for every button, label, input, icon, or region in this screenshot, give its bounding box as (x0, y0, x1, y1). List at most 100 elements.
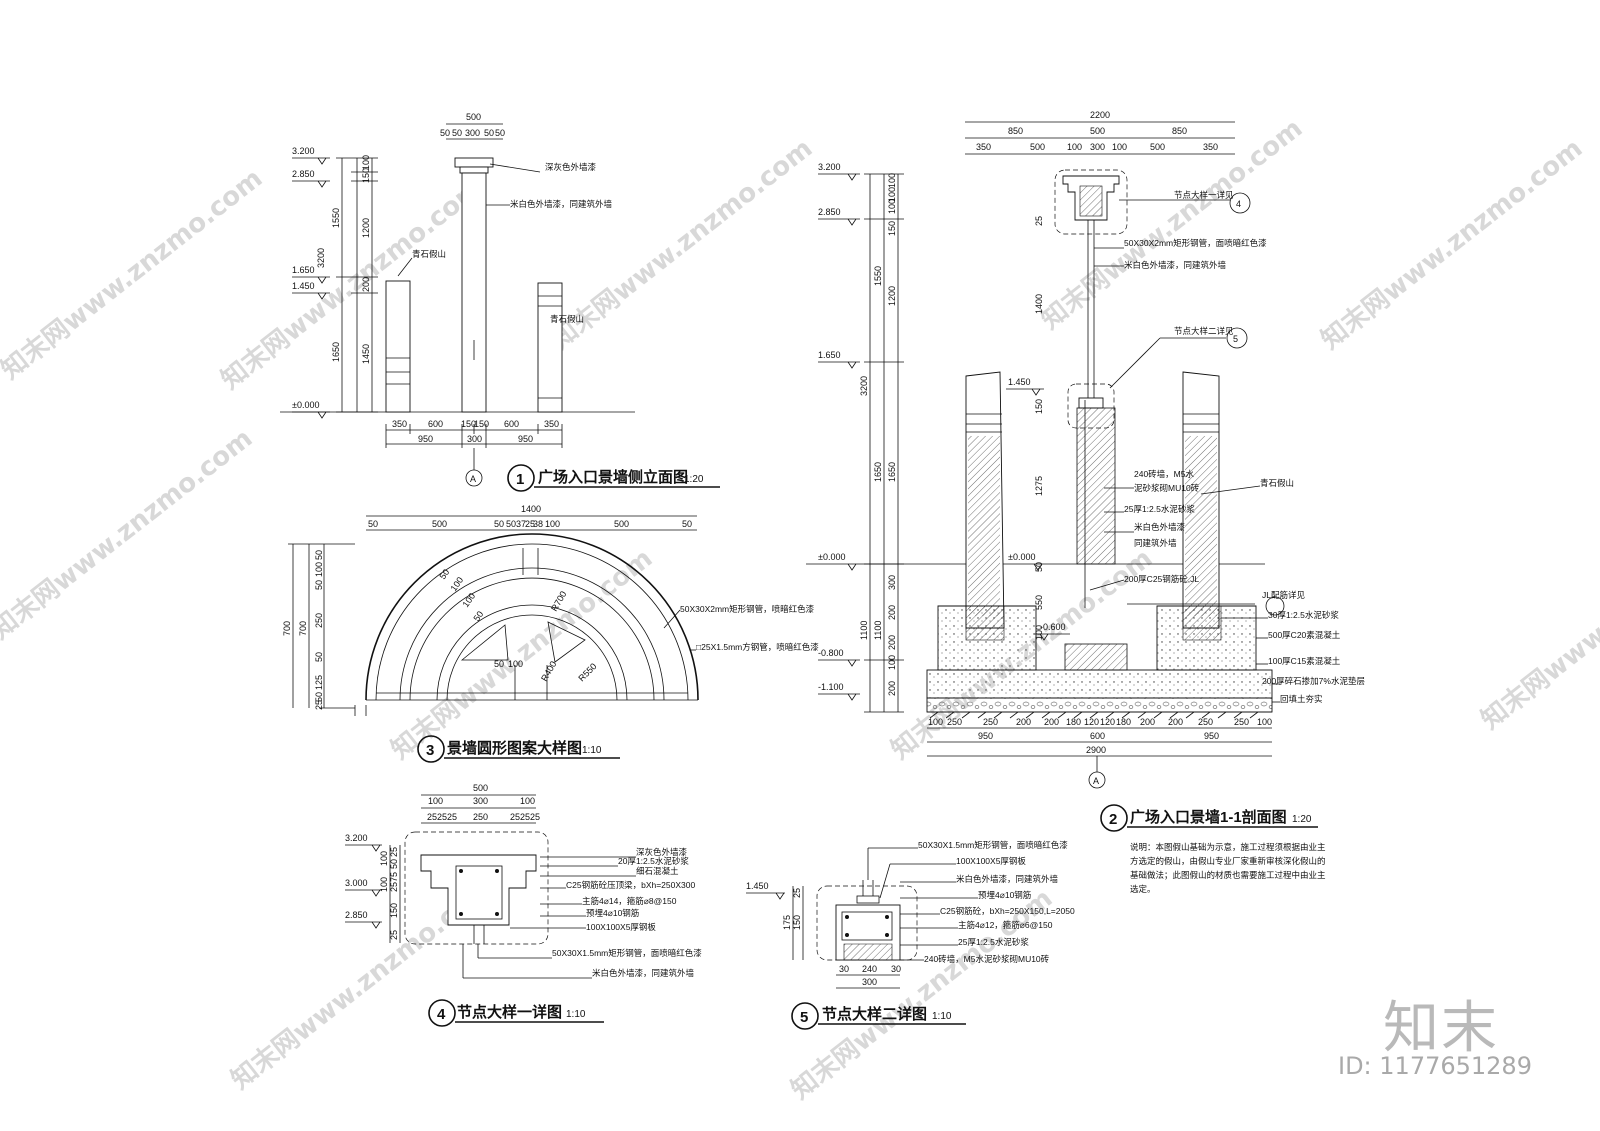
label5-6: 主筋4⌀12，箍筋⌀6@150 (958, 920, 1053, 930)
label5-2: 100X100X5厚钢板 (956, 856, 1026, 866)
dim-b-350a: 350 (392, 419, 407, 429)
dim3-v-25: 25 (314, 700, 324, 710)
dim3-inner-100b: 100 (460, 591, 477, 609)
dim-v-1550: 1550 (331, 208, 341, 228)
elev2-minus-0600: -0.600 (1040, 622, 1066, 632)
dim2-b-100a: 100 (928, 717, 943, 727)
dim3-38: 38 (533, 519, 543, 529)
dim-v-1450: 1450 (361, 344, 371, 364)
label4-5: 主筋4⌀14，箍筋⌀8@150 (582, 896, 677, 906)
dim4-v-25c: 25 (389, 930, 399, 940)
elev4-3200: 3.200 (345, 833, 368, 843)
dim-v-1650: 1650 (331, 342, 341, 362)
elev-1650: 1.650 (292, 265, 315, 275)
dim3-v-700a: 700 (282, 621, 292, 636)
dim2-100b: 100 (1112, 142, 1127, 152)
title-number-1: 1 (516, 471, 524, 488)
dim5-v-25: 25 (792, 888, 802, 898)
dim3-500b: 500 (614, 519, 629, 529)
dim2-v-1650a: 1650 (873, 462, 883, 482)
drawing-2-scale: 1:20 (1292, 814, 1312, 825)
dim3-v-50d: 50 (314, 692, 324, 702)
dim4-500: 500 (473, 783, 488, 793)
title-number-4: 4 (437, 1006, 446, 1023)
ref-node-2-number: 5 (1233, 334, 1238, 344)
dim2-v-100c: 100 (887, 199, 897, 214)
dim2-b-250c: 250 (1198, 717, 1213, 727)
dim2-v-200a: 200 (887, 605, 897, 620)
section-bottom-dims: 100 250 250 200 200 180 120 120 180 200 … (927, 717, 1272, 757)
dim3-25: 25 (525, 519, 535, 529)
dim2-100a: 100 (1067, 142, 1082, 152)
dim4-v-75: 75 (389, 872, 399, 882)
dim2-b-2900: 2900 (1086, 745, 1106, 755)
label2-layer3: 100厚C15素混凝土 (1268, 656, 1341, 666)
elev2-minus-1100: -1.100 (818, 682, 844, 692)
dim2-v-300: 300 (887, 575, 897, 590)
dim2-v-200b: 200 (887, 635, 897, 650)
title-number-2: 2 (1109, 811, 1117, 828)
dim2-b-250d: 250 (1234, 717, 1249, 727)
dim-top-50b: 50 (452, 128, 462, 138)
dim2-v-100a: 100 (887, 173, 897, 188)
dim-top-50a: 50 (440, 128, 450, 138)
dim-v-100: 100 (361, 155, 371, 170)
dim2-v-3200: 3200 (859, 376, 869, 396)
label2-brick2: 泥砂浆砌MU10砖 (1134, 483, 1200, 493)
ref-node-1: 节点大样一详见 (1174, 190, 1234, 200)
dim2-b-950a: 950 (978, 731, 993, 741)
label4-1: 深灰色外墙漆 (636, 847, 688, 857)
dim2-850b: 850 (1172, 126, 1187, 136)
title-number-5: 5 (800, 1009, 808, 1026)
circle-pattern-arcs (365, 533, 699, 701)
dim2-850a: 850 (1008, 126, 1023, 136)
dim3-v-125: 125 (314, 675, 324, 690)
label4-3: 细石混凝土 (636, 866, 679, 876)
watermark-11: 知末网www.znzmo.com (786, 883, 1058, 1105)
dim2-b-180b: 180 (1116, 717, 1131, 727)
dim2-b-200a: 200 (1016, 717, 1031, 727)
drawing-1-scale: 1:20 (684, 474, 704, 485)
label-top-finish: 深灰色外墙漆 (545, 162, 597, 172)
dim3-v-50b: 50 (314, 580, 324, 590)
elev2-1650: 1.650 (818, 350, 841, 360)
dim2-b-120a: 120 (1084, 717, 1099, 727)
dim3-inner-50a: 50 (437, 567, 451, 581)
dim2-v-1200: 1200 (887, 286, 897, 306)
dim5-30b: 30 (891, 964, 901, 974)
drawing-3-scale: 1:10 (582, 745, 602, 756)
drawing-4-node-detail-1: 500 100 300 100 25 25 25 250 25 25 25 3.… (345, 783, 702, 1027)
label4-9: 米白色外墙漆，同建筑外墙 (592, 968, 695, 978)
dim2-b-180a: 180 (1066, 717, 1081, 727)
dim2-v-1100b: 1100 (873, 621, 883, 640)
bottom-dimensions: 350 600 150 150 600 350 950 300 950 (385, 419, 563, 448)
dim-v-3200: 3200 (316, 248, 326, 268)
drawing-1-side-elevation: 3.200 2.850 1.650 1.450 ±0.000 100 (280, 112, 720, 492)
dim2-v-1275: 1275 (1034, 476, 1044, 496)
watermark-7: 知末网www.znzmo.com (386, 543, 658, 765)
elev2-1450: 1.450 (1008, 377, 1031, 387)
label5-4: 预埋4⌀10钢筋 (978, 890, 1031, 900)
dim4-v-50: 50 (389, 859, 399, 869)
dim2-v-100b: 100 (887, 187, 897, 202)
dim2-v-1650b: 1650 (887, 462, 897, 482)
label-rock-left: 青石假山 (412, 249, 446, 259)
dim4-25e: 25 (520, 812, 530, 822)
label5-3: 米白色外墙漆，同建筑外墙 (956, 874, 1059, 884)
dim-v-150: 150 (361, 168, 371, 183)
drawing-2-section: 2200 850 500 850 350 500 100 300 100 500… (806, 110, 1365, 832)
dim4-25f: 25 (530, 812, 540, 822)
dim4-v-150: 150 (389, 903, 399, 918)
label5-7: 25厚1:2.5水泥砂浆 (958, 937, 1029, 947)
dim-v-200: 200 (361, 277, 371, 292)
elev5-1450: 1.450 (746, 881, 769, 891)
dim2-500b: 500 (1150, 142, 1165, 152)
section2-mark-a: A (1093, 776, 1099, 786)
ref-node-2: 节点大样二详见 (1174, 326, 1234, 336)
dim-top-50c: 50 (484, 128, 494, 138)
elev2-2850: 2.850 (818, 207, 841, 217)
dim3-500a: 500 (432, 519, 447, 529)
dim2-v-25: 25 (1034, 216, 1044, 226)
dim2-b-200c: 200 (1140, 717, 1155, 727)
